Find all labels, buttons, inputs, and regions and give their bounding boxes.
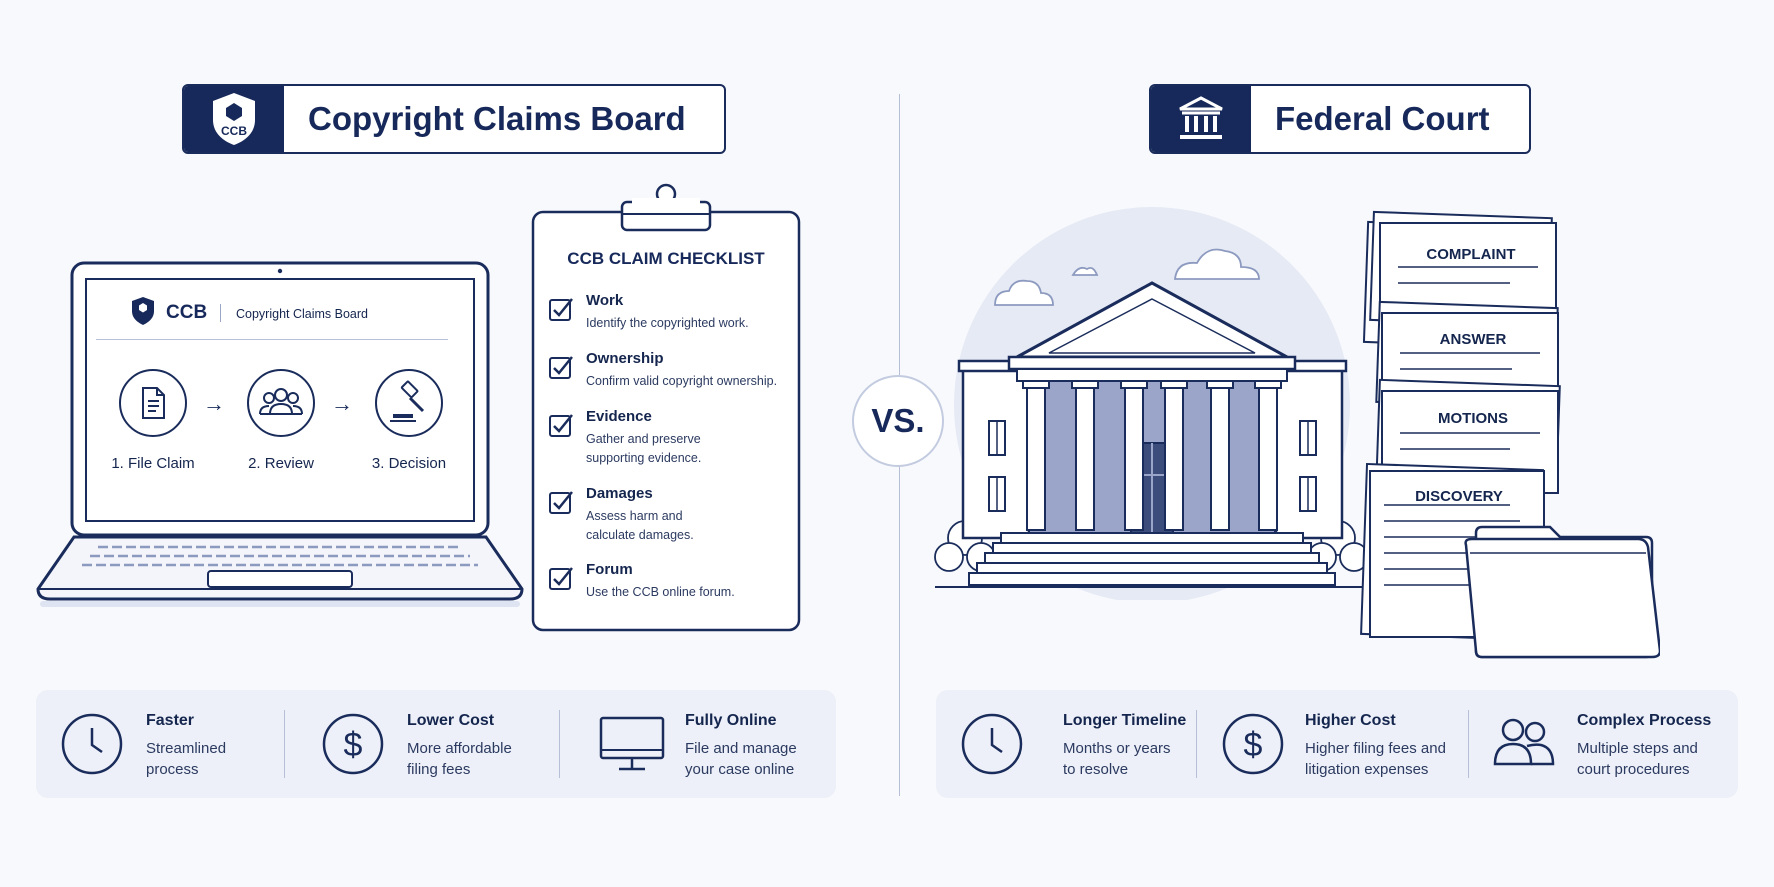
screen-brand-divider <box>220 304 221 322</box>
step-label: 1. File Claim <box>111 455 195 472</box>
step-label: 2. Review <box>248 455 314 472</box>
vs-badge: VS. <box>852 375 944 467</box>
document-label: COMPLAINT <box>1426 246 1516 263</box>
screen-subtitle: Copyright Claims Board <box>236 307 368 321</box>
feature-desc: Months or years to resolve <box>1063 740 1171 778</box>
courthouse-illustration <box>934 207 1370 600</box>
clock-icon <box>61 713 123 775</box>
svg-text:$: $ <box>1244 726 1263 764</box>
feature-title: Fully Online <box>685 712 777 729</box>
feature-item: Complex Process Multiple steps and court… <box>1491 690 1731 798</box>
ccb-features-panel: Faster Streamlined process $ Lower Cost … <box>36 690 836 798</box>
feature-item: $ Higher Cost Higher filing fees and lit… <box>1221 690 1461 798</box>
document-stack-illustration <box>1360 210 1660 659</box>
checklist-item-title: Evidence <box>586 408 652 425</box>
federal-court-header: Federal Court <box>1149 84 1531 154</box>
dollar-icon: $ <box>322 713 384 775</box>
feature-desc: Multiple steps and court procedures <box>1577 740 1698 778</box>
svg-text:CCB: CCB <box>221 124 247 138</box>
document-label: DISCOVERY <box>1415 488 1503 505</box>
people-icon <box>1493 718 1555 766</box>
clock-icon <box>961 713 1023 775</box>
feature-desc: File and manage your case online <box>685 740 797 778</box>
ccb-header-title: Copyright Claims Board <box>308 100 686 137</box>
step-file-claim-icon <box>119 369 187 437</box>
checkbox-checked-icon <box>549 491 573 514</box>
feature-desc: More affordable filing fees <box>407 740 512 778</box>
feature-title: Lower Cost <box>407 712 495 729</box>
checklist-item-desc: Gather and preserve supporting evidence. <box>586 432 702 465</box>
ccb-badge: CCB <box>184 86 284 152</box>
federal-court-badge <box>1151 86 1251 152</box>
federal-court-features-panel: Longer Timeline Months or years to resol… <box>936 690 1738 798</box>
step-arrow-icon: → <box>203 391 225 416</box>
feature-item: Fully Online File and manage your case o… <box>597 690 832 798</box>
step-label: 3. Decision <box>371 455 447 472</box>
checklist-item-title: Damages <box>586 485 653 502</box>
document-label: ANSWER <box>1439 331 1507 348</box>
step-decision-icon <box>375 369 443 437</box>
feature-desc: Higher filing fees and litigation expens… <box>1305 740 1446 778</box>
checklist-title: CCB CLAIM CHECKLIST <box>567 249 765 268</box>
document-label: MOTIONS <box>1438 410 1508 427</box>
claim-checklist: CCB CLAIM CHECKLIST Work Identify the co… <box>528 245 804 625</box>
federal-court-header-title: Federal Court <box>1275 100 1490 137</box>
ccb-screen-shield-icon <box>132 297 154 325</box>
feature-desc: Streamlined process <box>146 740 227 778</box>
feature-separator <box>284 710 285 778</box>
feature-separator <box>559 710 560 778</box>
checklist-item-title: Ownership <box>586 350 664 367</box>
checklist-item-desc: Assess harm and calculate damages. <box>586 509 694 542</box>
checklist-item-desc: Identify the copyrighted work. <box>586 316 749 330</box>
checklist-item-title: Forum <box>586 561 633 578</box>
feature-item: Faster Streamlined process <box>60 690 300 798</box>
step-review-icon <box>247 369 315 437</box>
feature-separator <box>1196 710 1197 778</box>
feature-item: $ Lower Cost More affordable filing fees <box>321 690 561 798</box>
ccb-header: CCB Copyright Claims Board <box>182 84 726 154</box>
ccb-shield-icon: CCB <box>213 93 255 145</box>
checkbox-checked-icon <box>549 298 573 321</box>
feature-separator <box>1468 710 1469 778</box>
checklist-item-desc: Confirm valid copyright ownership. <box>586 374 778 388</box>
checkbox-checked-icon <box>549 567 573 590</box>
checkbox-checked-icon <box>549 414 573 437</box>
screen-divider <box>96 339 448 340</box>
checklist-item-desc: Use the CCB online forum. <box>586 585 735 599</box>
feature-title: Complex Process <box>1577 712 1712 729</box>
checklist-item-title: Work <box>586 292 624 309</box>
feature-title: Faster <box>146 712 195 729</box>
svg-text:$: $ <box>344 726 363 764</box>
checkbox-checked-icon <box>549 356 573 379</box>
clipboard-frame <box>531 183 801 632</box>
feature-title: Higher Cost <box>1305 712 1396 729</box>
feature-item: Longer Timeline Months or years to resol… <box>960 690 1200 798</box>
screen-brand: CCB <box>166 302 208 323</box>
dollar-icon: $ <box>1222 713 1284 775</box>
courthouse-icon <box>1179 96 1223 139</box>
step-arrow-icon: → <box>331 391 353 416</box>
monitor-icon <box>599 716 665 771</box>
feature-title: Longer Timeline <box>1063 712 1187 729</box>
